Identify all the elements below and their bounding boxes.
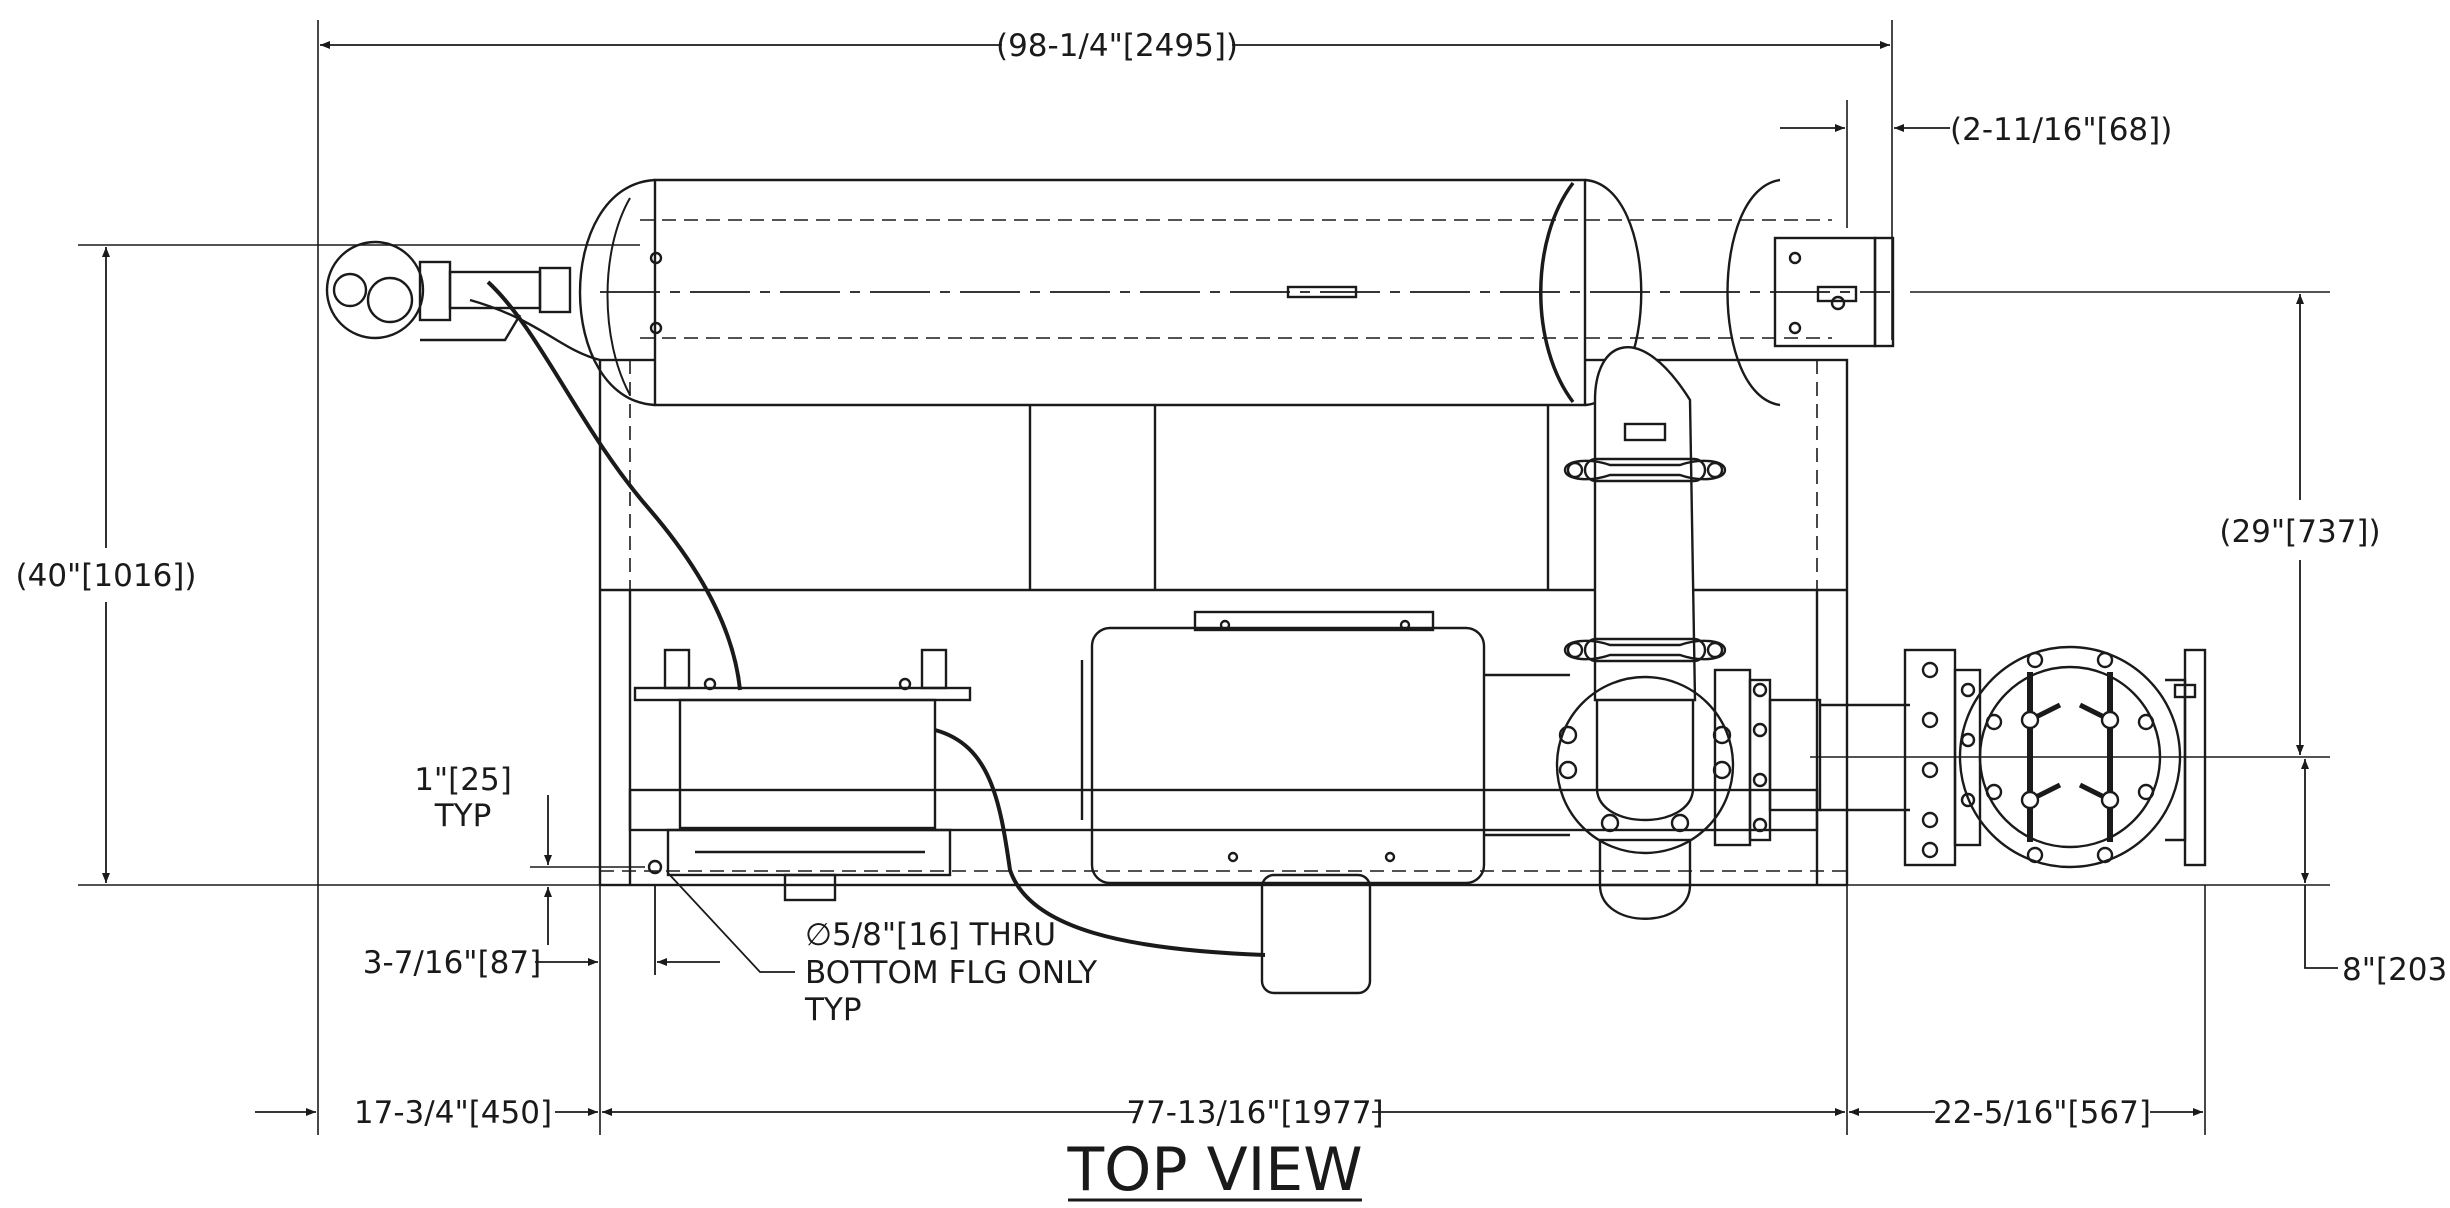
dim-inlet-height: 8"[203]	[2342, 952, 2450, 988]
dim-hole-offset-left: 3-7/16"[87]	[363, 945, 541, 981]
control-box	[633, 648, 972, 902]
dim-right-overhang: 22-5/16"[567]	[1933, 1095, 2151, 1131]
dim-hole-offset-top-typ: TYP	[434, 798, 492, 834]
pump-motor	[1080, 610, 1570, 995]
dim-hole-offset-top: 1"[25]	[414, 762, 512, 798]
discharge-pipe	[1563, 346, 1727, 702]
hole-note: ∅5/8"[16] THRU BOTTOM FLG ONLY TYP	[804, 917, 1097, 1028]
dim-overall-depth: (40"[1016])	[16, 558, 197, 594]
dimension-labels: (98-1/4"[2495]) (2-11/16"[68]) (40"[1016…	[16, 28, 2450, 1131]
dim-flange-offset: (2-11/16"[68])	[1950, 112, 2172, 148]
dim-left-overhang: 17-3/4"[450]	[354, 1095, 552, 1131]
equipment-drawing	[325, 178, 2207, 995]
level-switch	[325, 240, 601, 362]
view-title: TOP VIEW	[1066, 1135, 1362, 1205]
pump-volute	[1555, 668, 1822, 920]
dim-outlet-height: (29"[737])	[2219, 514, 2380, 550]
dim-base-length: 77-13/16"[1977]	[1126, 1095, 1383, 1131]
hole-note-line1: ∅5/8"[16] THRU	[805, 917, 1056, 953]
dim-overall-length: (98-1/4"[2495])	[996, 28, 1238, 64]
hole-note-line2: BOTTOM FLG ONLY	[805, 955, 1097, 991]
inlet-valve	[1820, 645, 2207, 869]
tank	[578, 178, 1895, 407]
cable-upper	[486, 280, 742, 691]
dimension-lines	[102, 41, 2338, 1116]
hole-note-line3: TYP	[804, 992, 862, 1028]
cable-lower	[934, 728, 1266, 957]
